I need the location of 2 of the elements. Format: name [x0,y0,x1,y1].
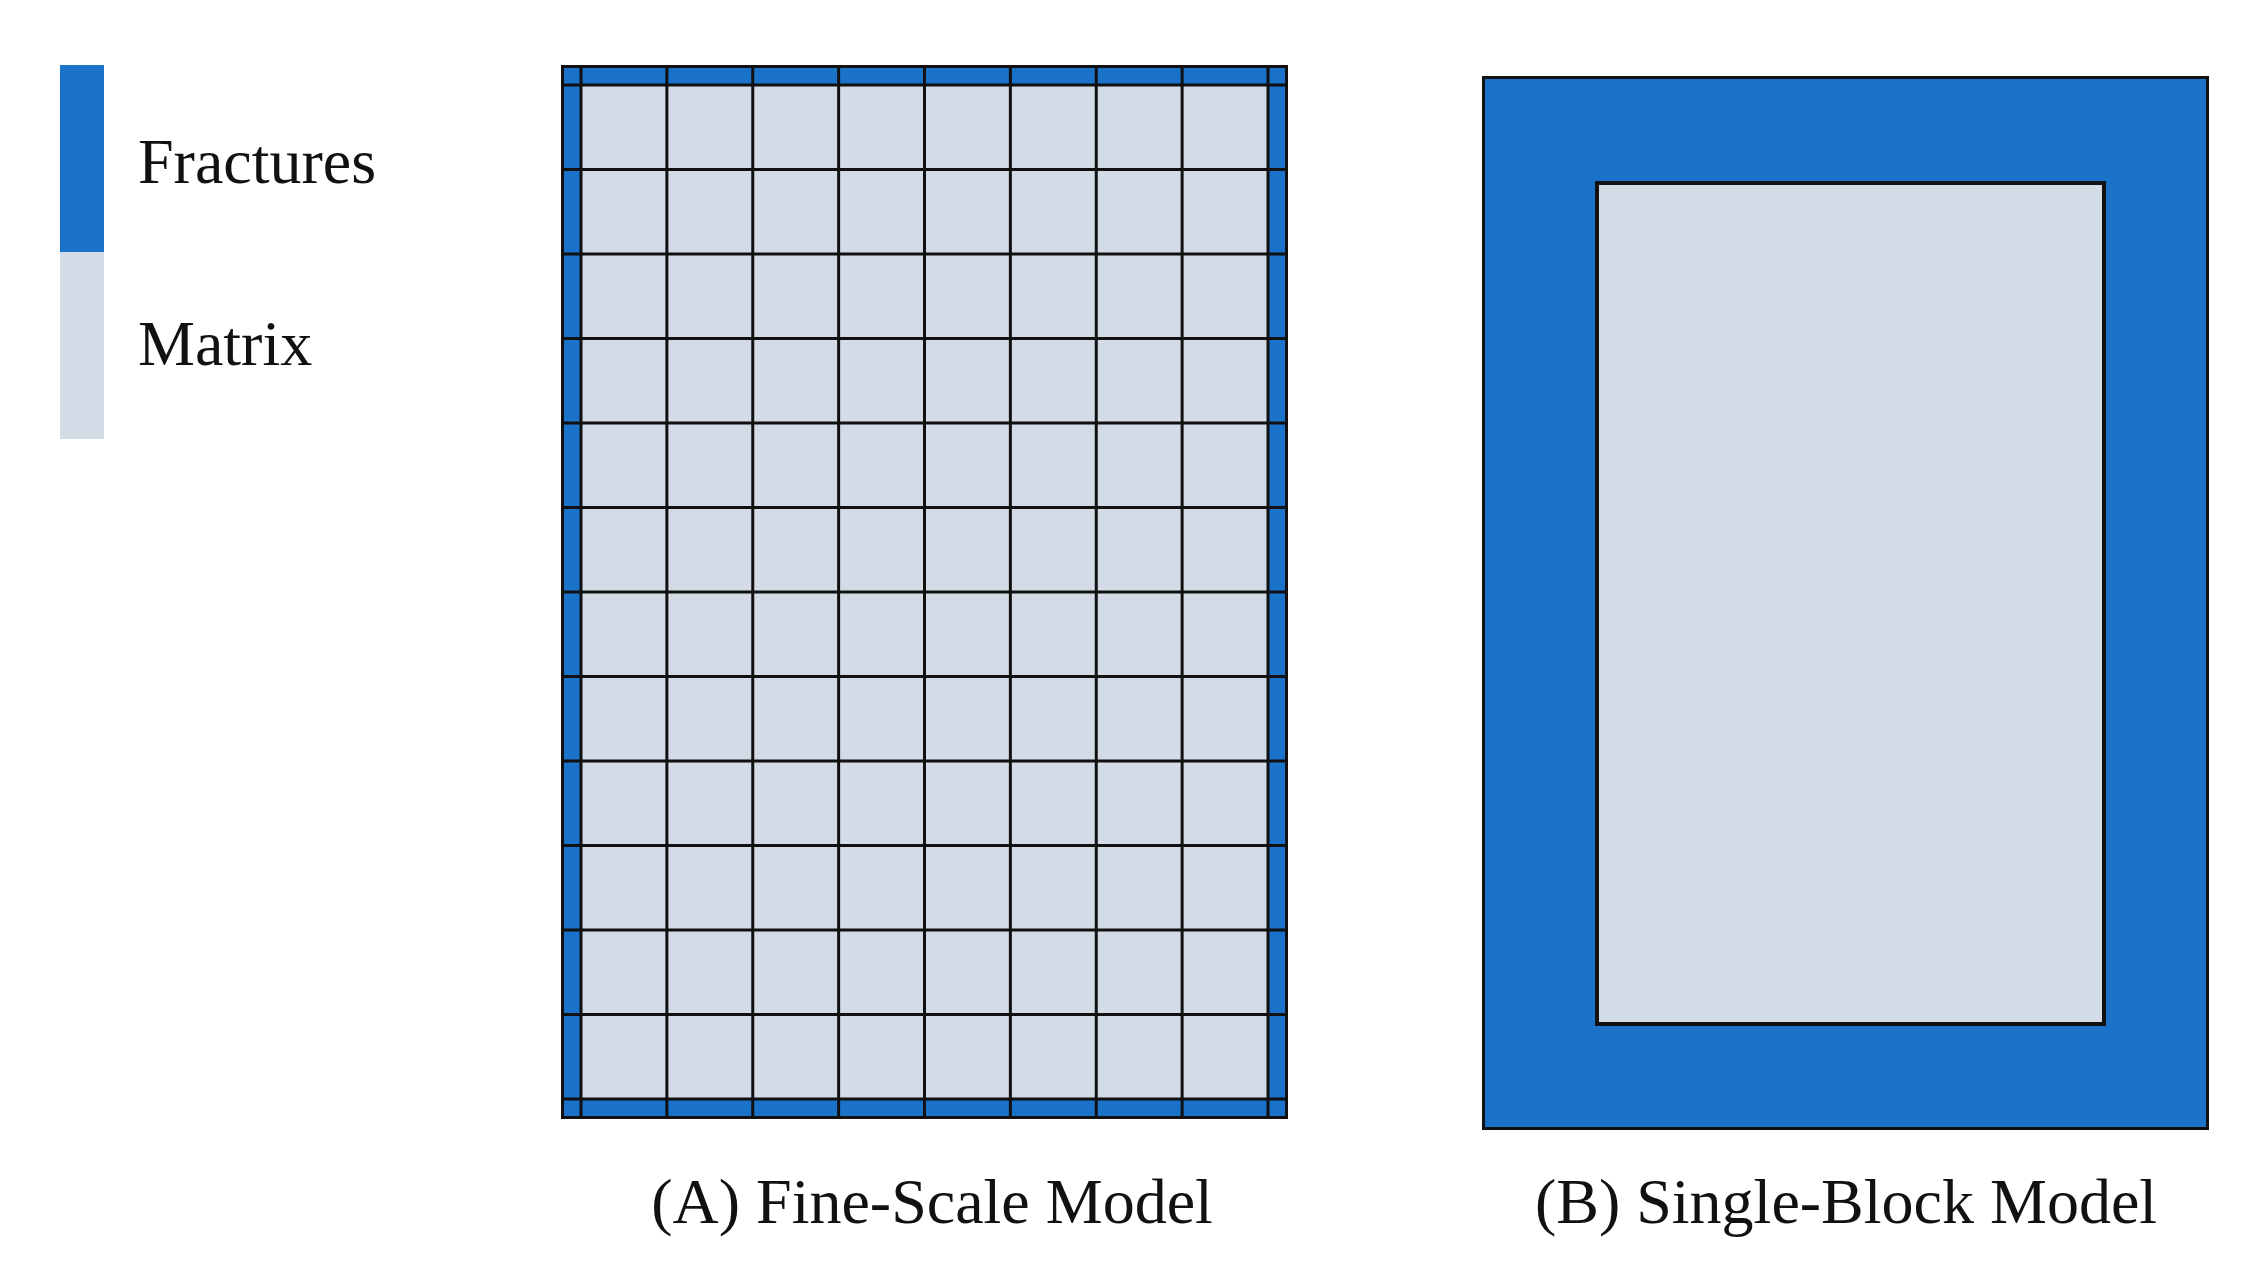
legend-label: Matrix [138,312,313,376]
legend-label: Fractures [138,130,377,194]
